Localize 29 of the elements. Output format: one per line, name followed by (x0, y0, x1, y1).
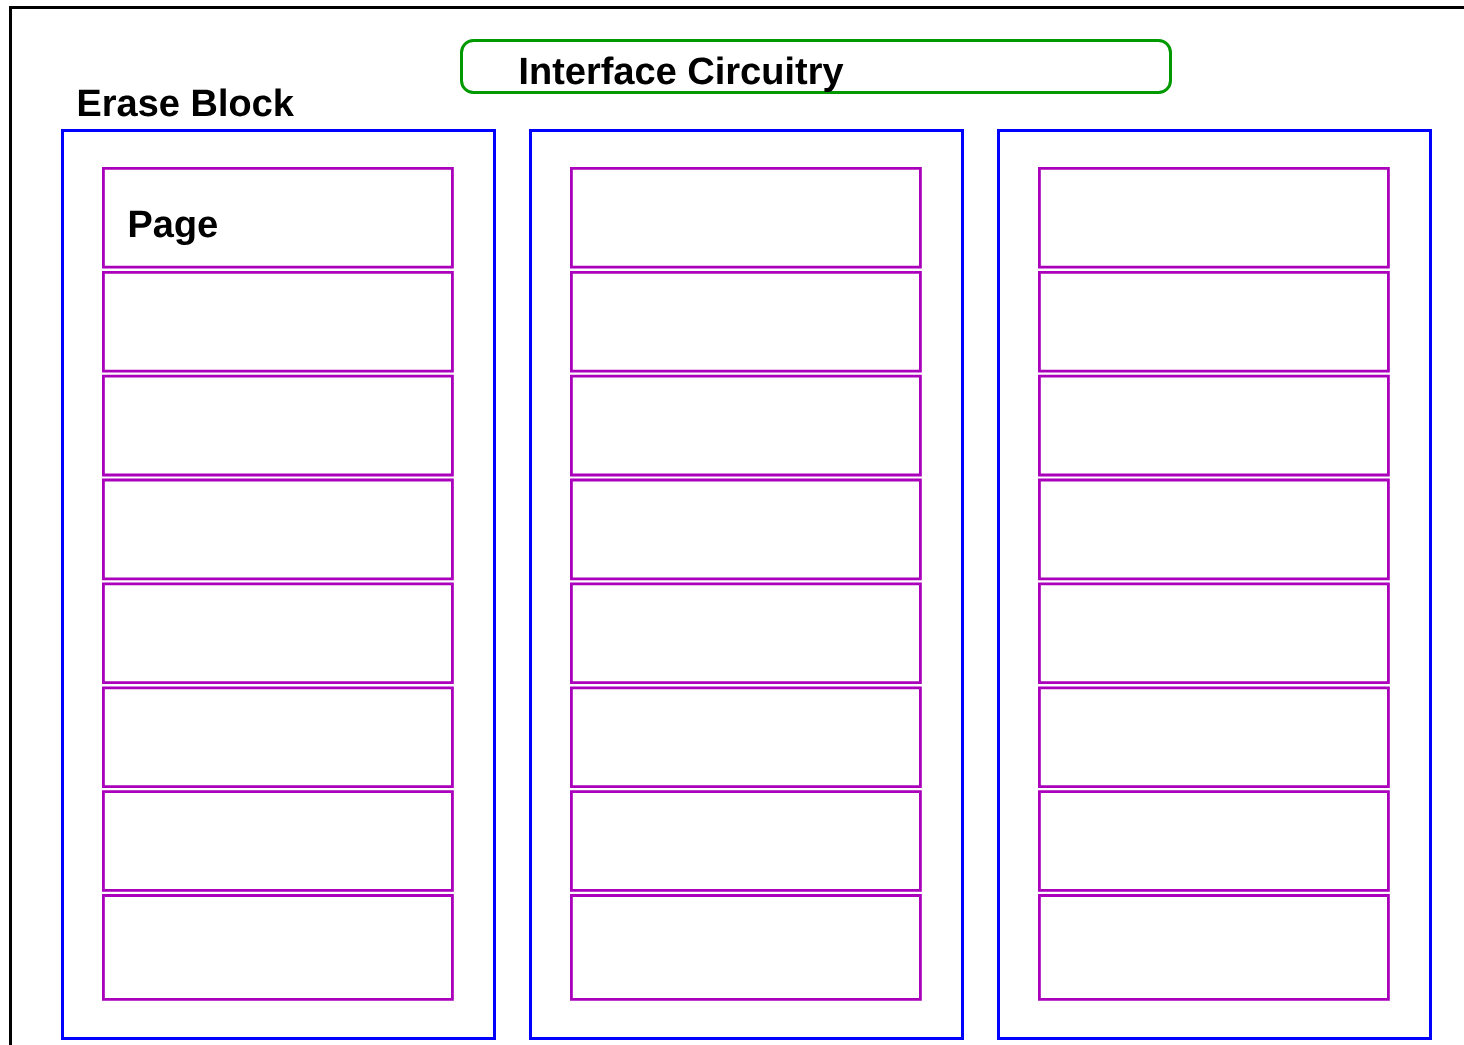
page-box (102, 270, 454, 373)
node-text: Interface Circuitry (520, 56, 844, 92)
page-box (1038, 478, 1390, 581)
page-box (570, 582, 922, 685)
page-box (102, 894, 454, 1001)
page-box (102, 478, 454, 581)
page-box (1038, 894, 1390, 1001)
page-box (1038, 374, 1390, 477)
page-box (102, 686, 454, 788)
block-heading: Erase Block (78, 88, 294, 117)
page-label: Page (129, 210, 217, 246)
erase-block-box (529, 129, 964, 1040)
page-box (570, 167, 922, 269)
outer-frame (9, 6, 1464, 1045)
page-box (1038, 167, 1390, 269)
page-box (570, 270, 922, 373)
page-box (570, 686, 922, 788)
page-box (1038, 582, 1390, 685)
page-box (570, 894, 922, 1001)
page-box (1038, 790, 1390, 892)
page-box (102, 374, 454, 477)
page-box (102, 582, 454, 685)
page-box (570, 478, 922, 581)
page-box (570, 374, 922, 477)
page-box (102, 790, 454, 892)
page-box (1038, 270, 1390, 373)
page-box (570, 790, 922, 892)
page-box (1038, 686, 1390, 788)
erase-block-box (997, 129, 1432, 1040)
